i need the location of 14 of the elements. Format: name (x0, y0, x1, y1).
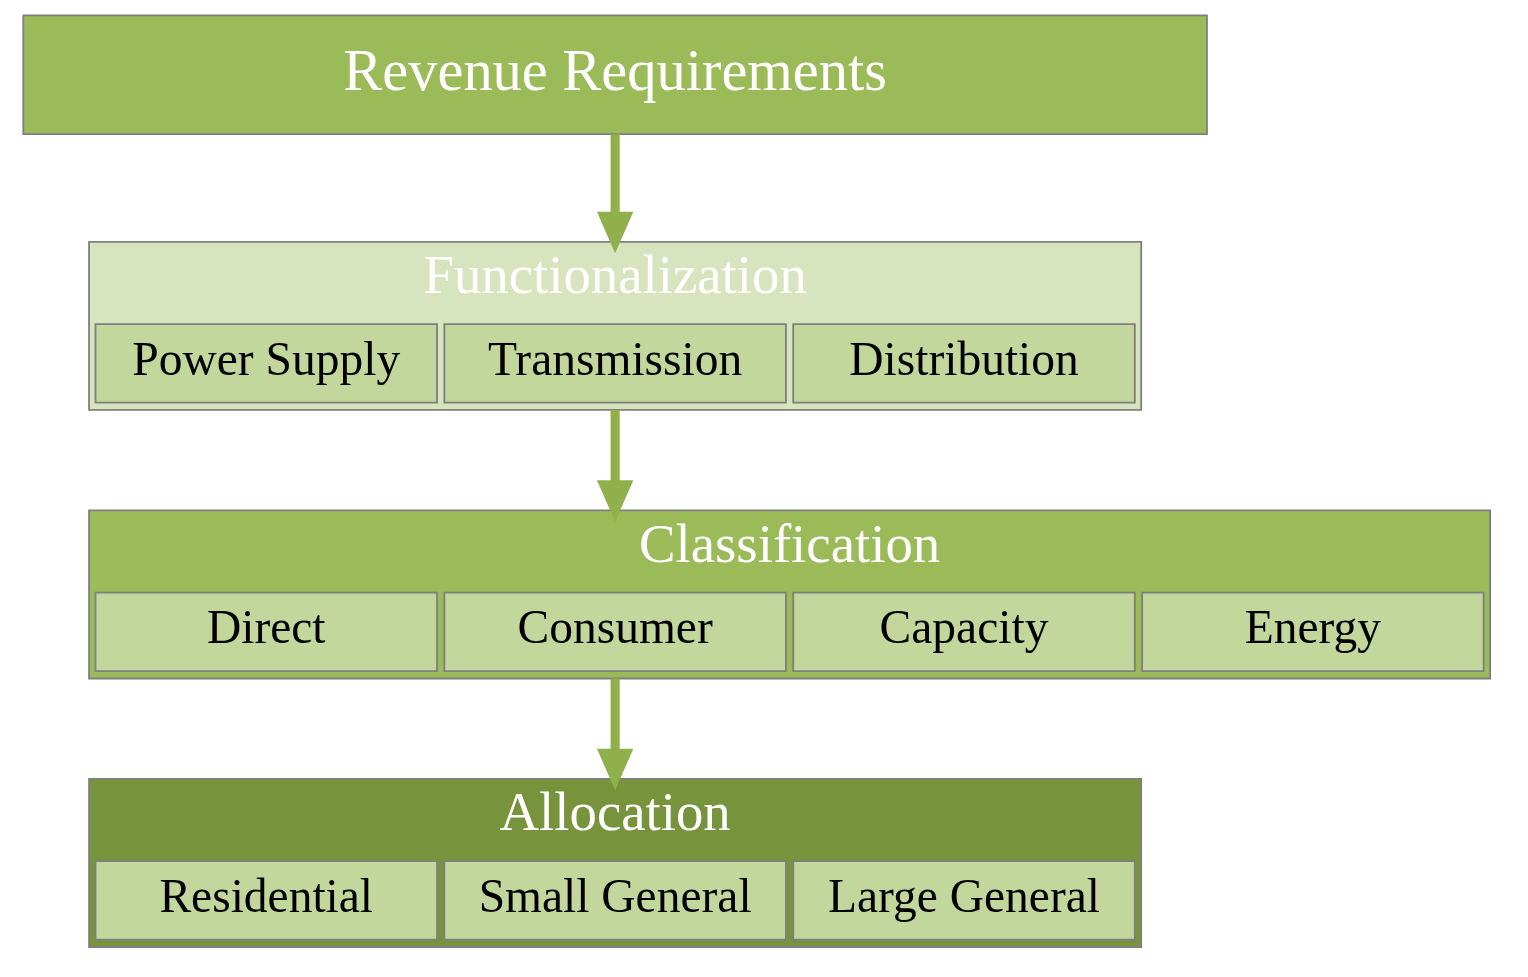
node-box: Consumer (443, 591, 787, 673)
node-box: Distribution (792, 323, 1136, 404)
node-box: Revenue Requirements (22, 14, 1208, 136)
node-box: Direct (94, 591, 438, 673)
arrow (596, 134, 634, 254)
arrow (596, 678, 634, 791)
node-box: Large General (792, 860, 1136, 941)
node-box: Residential (94, 860, 438, 941)
node-box: Energy (1141, 591, 1485, 673)
node-box: Small General (443, 860, 787, 941)
node-box: Transmission (443, 323, 787, 404)
node-box: Power Supply (94, 323, 438, 404)
node-box: Capacity (792, 591, 1136, 673)
arrow (596, 409, 634, 522)
